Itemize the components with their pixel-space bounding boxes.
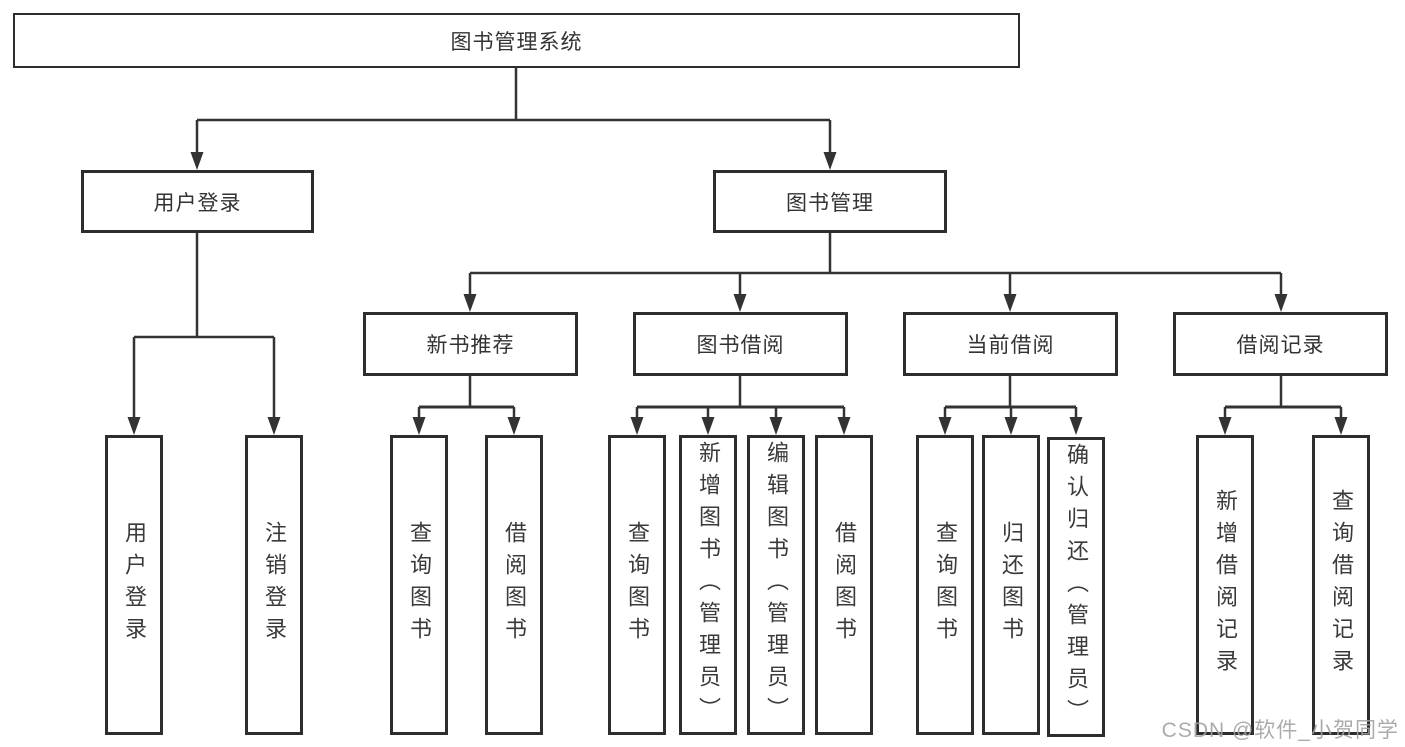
leaf-nb-query-books-label: 查询图书 — [407, 521, 432, 649]
leaf-nb-borrow-books-label: 借阅图书 — [502, 521, 527, 649]
leaf-br-query-record-label: 查询借阅记录 — [1329, 489, 1354, 681]
node-new-book-recommend: 新书推荐 — [363, 312, 578, 376]
leaf-bb-add-books-admin: 新增图书（管理员） — [679, 435, 737, 735]
leaf-cb-query-books: 查询图书 — [916, 435, 974, 735]
leaf-br-add-record-label: 新增借阅记录 — [1213, 489, 1238, 681]
leaf-user-login: 用户登录 — [105, 435, 163, 735]
node-book-management: 图书管理 — [713, 170, 947, 233]
watermark: CSDN @软件_小贺同学 — [1161, 719, 1399, 742]
leaf-nb-query-books: 查询图书 — [390, 435, 448, 735]
leaf-bb-query-books-label: 查询图书 — [625, 521, 650, 649]
leaf-br-query-record: 查询借阅记录 — [1312, 435, 1370, 735]
node-root-label: 图书管理系统 — [450, 30, 583, 54]
node-root: 图书管理系统 — [13, 13, 1020, 68]
leaf-cb-return-books: 归还图书 — [982, 435, 1040, 735]
leaf-bb-borrow-books-label: 借阅图书 — [832, 521, 857, 649]
node-user-login: 用户登录 — [81, 170, 314, 233]
leaf-bb-query-books: 查询图书 — [608, 435, 666, 735]
leaf-user-login-label: 用户登录 — [122, 521, 147, 649]
node-borrow-records: 借阅记录 — [1173, 312, 1388, 376]
node-book-borrow-label: 图书借阅 — [696, 334, 785, 357]
leaf-cb-query-books-label: 查询图书 — [933, 521, 958, 649]
leaf-cb-confirm-return-admin: 确认归还（管理员） — [1047, 437, 1105, 737]
leaf-cb-return-books-label: 归还图书 — [999, 521, 1024, 649]
leaf-br-add-record: 新增借阅记录 — [1196, 435, 1254, 735]
node-borrow-records-label: 借阅记录 — [1236, 334, 1325, 357]
leaf-bb-edit-books-admin-label: 编辑图书（管理员） — [764, 441, 789, 729]
leaf-cb-confirm-return-admin-label: 确认归还（管理员） — [1064, 443, 1089, 731]
leaf-logout-label: 注销登录 — [262, 521, 287, 649]
node-book-borrow: 图书借阅 — [633, 312, 848, 376]
leaf-nb-borrow-books: 借阅图书 — [485, 435, 543, 735]
leaf-bb-borrow-books: 借阅图书 — [815, 435, 873, 735]
node-current-borrow-label: 当前借阅 — [966, 334, 1055, 357]
leaf-bb-add-books-admin-label: 新增图书（管理员） — [696, 441, 721, 729]
node-new-book-recommend-label: 新书推荐 — [426, 334, 515, 357]
node-current-borrow: 当前借阅 — [903, 312, 1118, 376]
leaf-bb-edit-books-admin: 编辑图书（管理员） — [747, 435, 805, 735]
leaf-logout: 注销登录 — [245, 435, 303, 735]
node-book-management-label: 图书管理 — [786, 191, 874, 215]
node-user-login-label: 用户登录 — [153, 191, 242, 215]
